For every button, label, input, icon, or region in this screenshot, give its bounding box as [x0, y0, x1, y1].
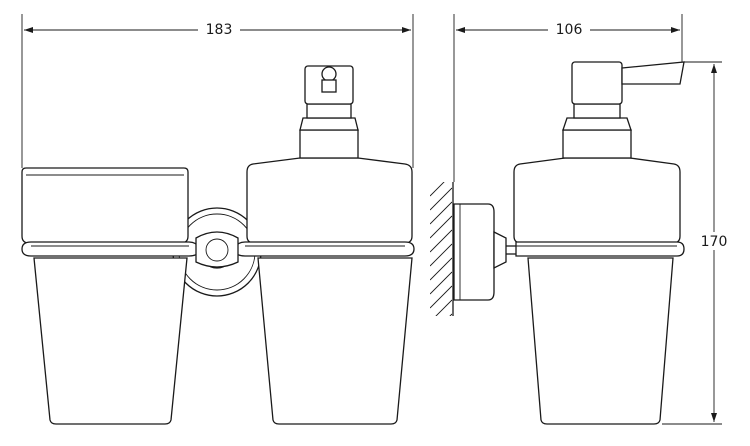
holder-ring-front: [21, 231, 415, 268]
dimension-label-width-front: 183: [206, 22, 233, 38]
dimension-width-side: 106: [453, 14, 683, 182]
dimension-height: 170: [662, 61, 732, 425]
soap-dispenser-front: [246, 65, 413, 425]
dimension-label-width-side: 106: [556, 22, 583, 38]
side-view: 106 170: [430, 14, 732, 425]
soap-dispenser-side: [513, 61, 685, 425]
wall-mount-side: [453, 203, 516, 301]
dimension-label-height: 170: [701, 234, 728, 250]
wall-hatching: [430, 182, 454, 316]
front-view: 183: [21, 14, 415, 425]
tumbler-glass: [21, 167, 189, 425]
dimension-width-front: 183: [21, 14, 414, 168]
